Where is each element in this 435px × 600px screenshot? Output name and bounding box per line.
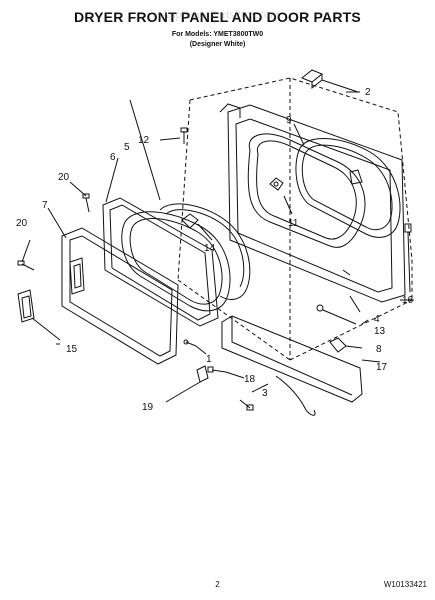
callout-labels: 2 9 12 5 6 20 7 11 20 14 16 4 13 15 1 8 … <box>16 87 414 413</box>
document-code: W10133421 <box>383 580 427 589</box>
part-16-clip <box>404 223 412 293</box>
callout-20-lower: 20 <box>16 218 28 229</box>
part-11-latch-strike <box>269 177 284 191</box>
model-info: For Models: YMET3800TW0 (Designer White) <box>0 30 435 50</box>
watermark: AppliancePartsPros.com <box>160 7 280 21</box>
callout-7: 7 <box>42 200 48 211</box>
callout-20-upper: 20 <box>58 172 70 183</box>
leader-lines <box>21 91 414 393</box>
part-2-bracket <box>301 69 359 93</box>
part-13-screw <box>316 304 357 325</box>
callout-4: 4 <box>374 314 380 325</box>
callout-12: 12 <box>138 135 150 146</box>
callout-16: 16 <box>402 295 414 306</box>
callout-9: 9 <box>286 115 292 126</box>
variant-line: (Designer White) <box>189 41 246 48</box>
part-3-spring <box>275 375 316 416</box>
part-17-toe-panel <box>221 315 363 403</box>
callout-18: 18 <box>244 374 256 385</box>
part-15-handle <box>17 289 61 341</box>
callout-11: 11 <box>288 218 299 229</box>
cabinet-outline <box>177 77 413 361</box>
callout-19: 19 <box>142 402 154 413</box>
part-1-pin <box>183 339 197 347</box>
callout-1: 1 <box>206 354 212 365</box>
part-18-screw-a <box>207 366 227 373</box>
callout-5: 5 <box>124 142 130 153</box>
part-18-screw-b <box>239 399 254 411</box>
page-number: 2 <box>215 580 220 589</box>
models-line: For Models: YMET3800TW0 <box>171 31 264 38</box>
front-panel-frame <box>219 103 406 303</box>
callout-14: 14 <box>204 243 216 254</box>
callout-13: 13 <box>374 326 386 337</box>
part-12-screw <box>159 127 188 144</box>
door-seal-left <box>159 203 251 300</box>
callout-17: 17 <box>376 362 388 373</box>
callout-8: 8 <box>376 344 382 355</box>
part-20-screw-upper <box>82 193 90 213</box>
callout-2: 2 <box>365 87 371 98</box>
page-title: DRYER FRONT PANEL AND DOOR PARTS <box>74 9 361 25</box>
callout-6: 6 <box>110 152 116 163</box>
part-19-hinge <box>165 365 209 403</box>
part-14-clip <box>181 213 213 241</box>
callout-3: 3 <box>262 388 268 399</box>
callout-15: 15 <box>66 344 78 355</box>
outer-door <box>61 227 179 365</box>
inner-door-panel <box>102 197 219 327</box>
part-20-screw-lower <box>17 260 35 271</box>
part-8-clip <box>329 337 363 353</box>
door-seal-right <box>295 137 401 238</box>
